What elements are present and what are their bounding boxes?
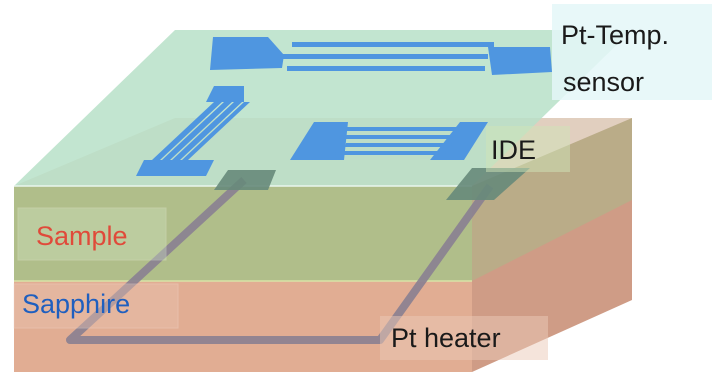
pt-heater bbox=[66, 168, 530, 344]
ide-label: IDE bbox=[491, 135, 536, 165]
comb-finger-4 bbox=[182, 102, 250, 160]
sensor-pad-left bbox=[210, 37, 284, 70]
sensor-meander-3 bbox=[287, 66, 485, 71]
sensor-label-line1: Pt-Temp. bbox=[561, 20, 669, 50]
heater-label-box bbox=[380, 316, 548, 360]
left-comb-electrode bbox=[136, 86, 250, 176]
sensor-pad-right bbox=[488, 47, 552, 75]
sample-side-face bbox=[472, 118, 632, 281]
sapphire-label: Sapphire bbox=[22, 289, 130, 319]
sample-front-face bbox=[14, 186, 472, 281]
sensor-meander-1 bbox=[292, 42, 494, 47]
heater-pad-left bbox=[214, 170, 276, 190]
comb-bottom-bar bbox=[136, 160, 214, 176]
heater-trace bbox=[66, 177, 494, 344]
heater-pad-right bbox=[446, 168, 530, 200]
ide-label-box bbox=[486, 126, 570, 172]
ide-electrode bbox=[290, 122, 488, 160]
ide-pad-right bbox=[430, 122, 488, 160]
sensor-meander-2 bbox=[282, 54, 488, 59]
comb-top-bar bbox=[206, 86, 244, 102]
sample-label-box bbox=[17, 207, 167, 261]
sapphire-label-box bbox=[13, 283, 179, 329]
comb-finger-1 bbox=[152, 102, 222, 160]
ide-pad-left bbox=[290, 122, 348, 160]
sensor-label-line2: sensor bbox=[563, 67, 644, 97]
comb-finger-3 bbox=[172, 102, 242, 160]
ide-finger-3 bbox=[345, 143, 452, 147]
heater-label: Pt heater bbox=[391, 323, 501, 353]
sensor-label-box bbox=[552, 4, 712, 100]
ide-finger-1 bbox=[345, 127, 462, 131]
sample-label: Sample bbox=[36, 221, 128, 251]
comb-finger-2 bbox=[162, 102, 232, 160]
pt-temp-sensor bbox=[210, 37, 552, 75]
ide-finger-4 bbox=[335, 151, 446, 155]
ide-finger-2 bbox=[339, 135, 456, 139]
